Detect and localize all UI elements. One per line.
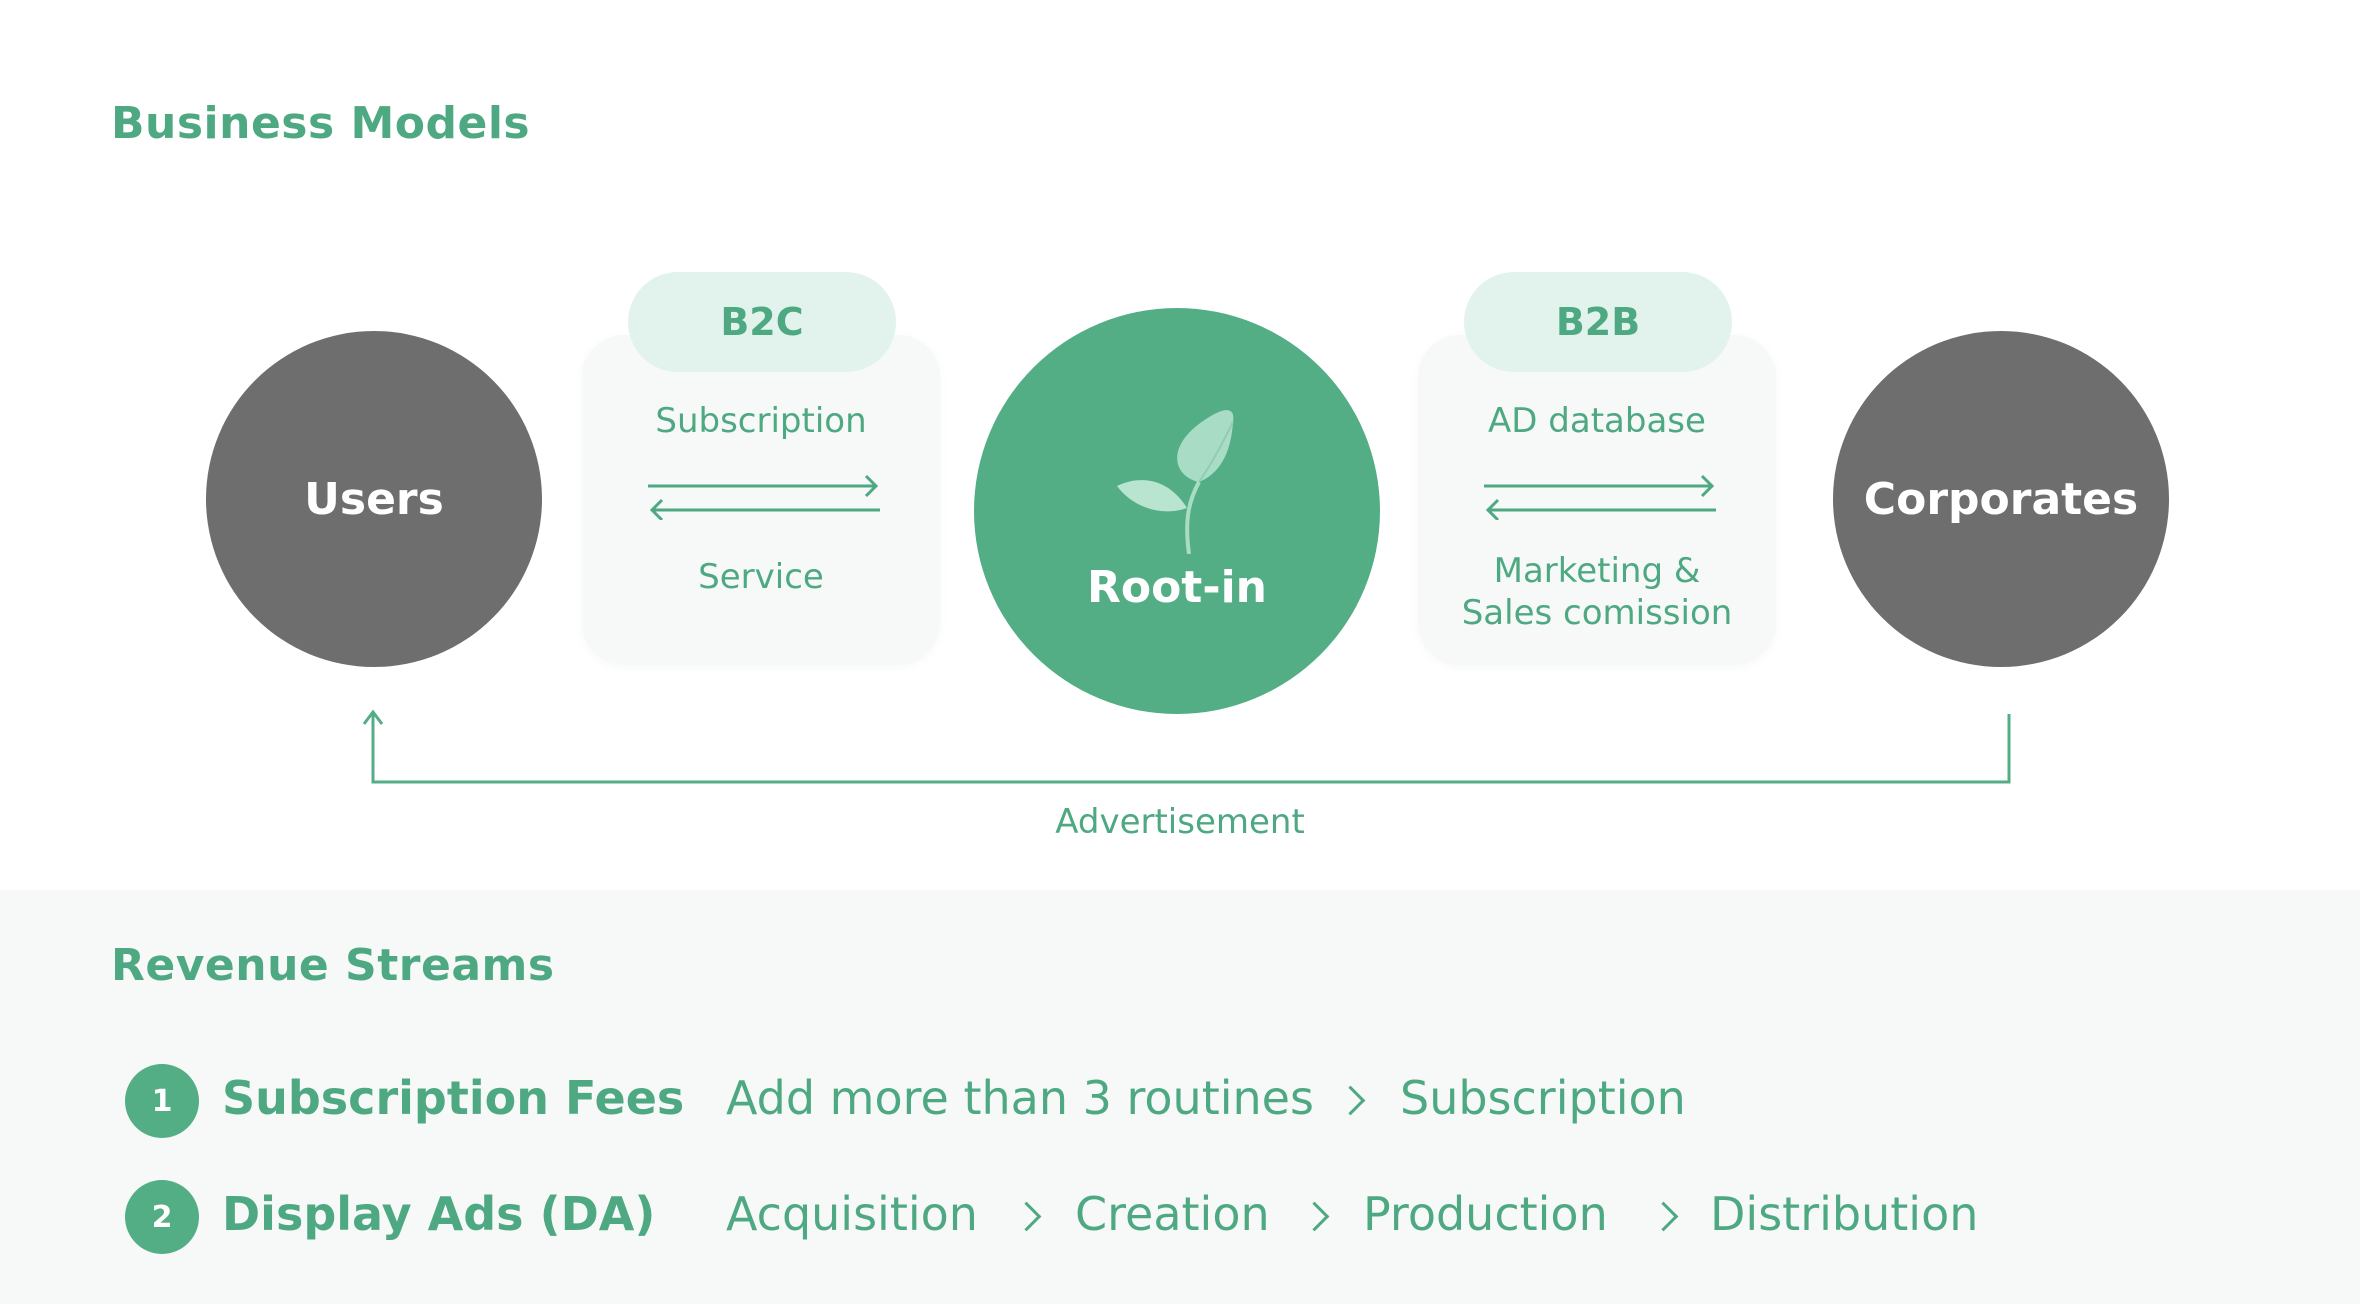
corporates-label: Corporates <box>1863 473 2139 525</box>
users-label: Users <box>304 473 444 525</box>
arrow-left-icon <box>1485 498 1716 520</box>
b2c-bottom-text: Service <box>698 557 824 597</box>
revenue-streams-section <box>0 890 2360 1304</box>
root-in-node: Root-in <box>974 308 1380 714</box>
stream-step: Creation <box>1075 1187 1270 1241</box>
b2b-panel <box>1418 335 1776 665</box>
stream-step: Production <box>1363 1187 1608 1241</box>
stream-step: Acquisition <box>726 1187 978 1241</box>
arrow-right-icon <box>1484 474 1715 498</box>
b2c-tag: B2C <box>628 272 896 372</box>
root-in-label: Root-in <box>1086 561 1268 613</box>
leaf-sprout-icon <box>1117 409 1234 554</box>
stream-step: Add more than 3 routines <box>726 1071 1314 1125</box>
stream-step: Distribution <box>1710 1187 1979 1241</box>
corporates-node: Corporates <box>1833 331 2169 667</box>
b2b-bottom-text-line2: Sales comission <box>1461 593 1733 633</box>
arrow-up-icon <box>362 709 384 725</box>
b2b-top-text: AD database <box>1488 401 1706 441</box>
b2c-top-text: Subscription <box>655 401 867 441</box>
business-models-title: Business Models <box>111 98 531 149</box>
arrow-left-icon <box>649 498 880 520</box>
b2b-tag: B2B <box>1464 272 1732 372</box>
arrow-right-icon <box>648 474 879 498</box>
stream-step: Subscription <box>1400 1071 1686 1125</box>
stream-name: Subscription Fees <box>222 1071 685 1125</box>
users-node: Users <box>206 331 542 667</box>
revenue-streams-title: Revenue Streams <box>111 940 555 991</box>
b2b-exchange-arrows <box>1484 474 1716 520</box>
b2c-panel <box>582 335 940 665</box>
advertisement-loop-connector <box>362 709 2011 784</box>
stream-number-badge: 2 <box>125 1180 199 1254</box>
advertisement-label: Advertisement <box>1055 802 1305 842</box>
stream-name: Display Ads (DA) <box>222 1187 656 1241</box>
stream-number-badge: 1 <box>125 1064 199 1138</box>
b2c-exchange-arrows <box>648 474 880 520</box>
b2b-bottom-text-line1: Marketing & <box>1493 551 1701 591</box>
